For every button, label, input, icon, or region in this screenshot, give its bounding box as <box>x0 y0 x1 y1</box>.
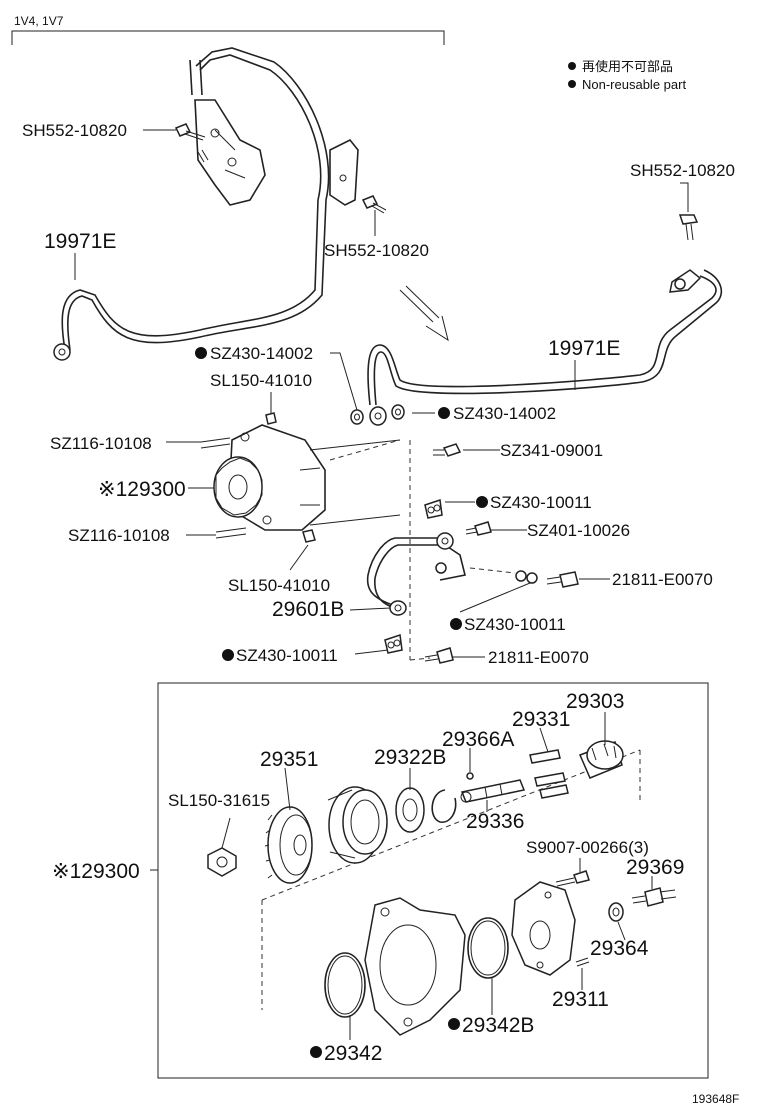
callout-sz430-10011-b[interactable]: SZ430-10011 <box>464 615 566 634</box>
callout-29322b[interactable]: 29322B <box>374 746 446 769</box>
legend-dot-icon <box>568 62 576 70</box>
stud-bolt-icon <box>200 437 231 449</box>
shaft-29336 <box>460 772 526 803</box>
legend: 再使用不可部品 Non-reusable part <box>568 59 686 92</box>
hose-bracket-icon <box>669 269 702 293</box>
exploded-view-frame <box>157 682 709 1079</box>
oil-pipe-29601b <box>366 532 466 616</box>
leader-lines <box>74 129 689 1040</box>
rotor-29303 <box>578 740 624 779</box>
legend-dot-icon <box>568 80 576 88</box>
bracket-mid-clip <box>329 138 359 206</box>
hose-eyelet-icon <box>53 343 71 361</box>
gasket-icon <box>391 404 405 420</box>
nut-icon <box>302 529 316 543</box>
nut-sl150-31615 <box>207 847 237 877</box>
callout-sh552-top-right[interactable]: SH552-10820 <box>630 161 735 180</box>
callout-sz116-10108-a[interactable]: SZ116-10108 <box>50 434 152 453</box>
callout-19971e-right[interactable]: 19971E <box>548 337 620 360</box>
pump-body <box>364 897 466 1036</box>
nut-icon <box>265 412 277 425</box>
callout-sz430-14002-b[interactable]: SZ430-14002 <box>453 404 556 423</box>
callout-29311[interactable]: 29311 <box>552 988 609 1011</box>
gasket-pair-b <box>515 570 538 584</box>
figure-id: 193648F <box>692 1092 739 1106</box>
engine-codes: 1V4, 1V7 <box>14 14 64 28</box>
snap-ring-icon <box>431 789 457 823</box>
callout-19971e-left[interactable]: 19971E <box>44 230 116 253</box>
legend-english: Non-reusable part <box>582 77 686 92</box>
o-ring-29342b-icon <box>467 917 509 979</box>
engine-code-bracket: 1V4, 1V7 <box>11 14 445 45</box>
vacuum-hose-left <box>53 47 330 361</box>
vacuum-pump-assembly <box>200 412 401 543</box>
callout-29342b[interactable]: 29342B <box>462 1014 534 1037</box>
gear-29351 <box>264 806 313 884</box>
callout-29331[interactable]: 29331 <box>512 708 570 731</box>
callout-29351[interactable]: 29351 <box>260 748 318 771</box>
callout-sz116-10108-b[interactable]: SZ116-10108 <box>68 526 170 545</box>
callout-sl150-31615[interactable]: SL150-31615 <box>168 791 270 810</box>
pump-cover <box>511 881 576 976</box>
key-29366a-icon <box>466 772 474 780</box>
callout-29601b[interactable]: 29601B <box>272 598 344 621</box>
gasket-icon <box>350 409 364 425</box>
callout-sh552-mid[interactable]: SH552-10820 <box>324 241 429 260</box>
washer-29364-icon <box>608 902 624 922</box>
non-reusable-dot-icon <box>438 407 450 419</box>
callout-sl150-41010-a[interactable]: SL150-41010 <box>210 371 312 390</box>
vacuum-hose-right <box>367 269 723 426</box>
callout-sz430-14002-a[interactable]: SZ430-14002 <box>210 344 313 363</box>
non-reusable-dot-icon <box>450 618 462 630</box>
bolt-s9007 <box>555 870 590 887</box>
non-reusable-dot-icon <box>222 649 234 661</box>
callout-29366a[interactable]: 29366A <box>442 728 514 751</box>
bolt-sh552-mid <box>361 195 387 214</box>
direction-arrow-icon <box>399 285 449 342</box>
callout-sz430-10011-a[interactable]: SZ430-10011 <box>490 493 592 512</box>
stud-bolt-icon <box>215 527 247 539</box>
non-reusable-dot-icon <box>195 347 207 359</box>
bearing <box>395 787 425 833</box>
union-bolt-21811-a <box>546 571 579 588</box>
callout-29364[interactable]: 29364 <box>590 937 649 960</box>
union-bolt-sz341 <box>433 443 462 457</box>
callout-21811-e0070-b[interactable]: 21811-E0070 <box>488 648 589 667</box>
hose-eyelet-icon <box>369 406 387 426</box>
gasket-pair-a <box>424 499 443 519</box>
callout-sh552-top-left[interactable]: SH552-10820 <box>22 121 127 140</box>
callout-29336[interactable]: 29336 <box>466 810 524 833</box>
callout-29369[interactable]: 29369 <box>626 856 684 879</box>
bracket-top-left <box>189 59 266 206</box>
non-reusable-dot-icon <box>476 496 488 508</box>
callout-sz430-10011-c[interactable]: SZ430-10011 <box>236 646 338 665</box>
bolt-sh552-right <box>678 214 699 241</box>
legend-japanese: 再使用不可部品 <box>582 59 673 74</box>
callout-29300-upper[interactable]: ※129300 <box>98 478 186 501</box>
gasket-pair-c <box>384 634 403 654</box>
o-ring-29342-icon <box>324 952 366 1018</box>
callout-29303[interactable]: 29303 <box>566 690 624 713</box>
housing-29322b <box>327 786 388 864</box>
vanes-29331 <box>529 749 569 799</box>
callout-21811-e0070-a[interactable]: 21811-E0070 <box>612 570 713 589</box>
callout-s9007-00266[interactable]: S9007-00266(3) <box>526 838 649 857</box>
callout-29300-lower[interactable]: ※129300 <box>52 860 140 883</box>
bolt-sh552-left <box>174 123 209 163</box>
callout-sz341-09001[interactable]: SZ341-09001 <box>500 441 603 460</box>
non-reusable-dot-icon <box>310 1046 322 1058</box>
non-reusable-markers <box>195 347 488 1058</box>
callout-29342[interactable]: 29342 <box>324 1042 382 1065</box>
union-bolt-21811-b <box>424 647 454 664</box>
callout-sz401-10026[interactable]: SZ401-10026 <box>527 521 630 540</box>
non-reusable-dot-icon <box>448 1018 460 1030</box>
check-valve-29369 <box>631 887 677 907</box>
bolt-sz401 <box>465 521 492 536</box>
callout-sl150-41010-b[interactable]: SL150-41010 <box>228 576 330 595</box>
pin-29311-icon <box>575 957 590 967</box>
